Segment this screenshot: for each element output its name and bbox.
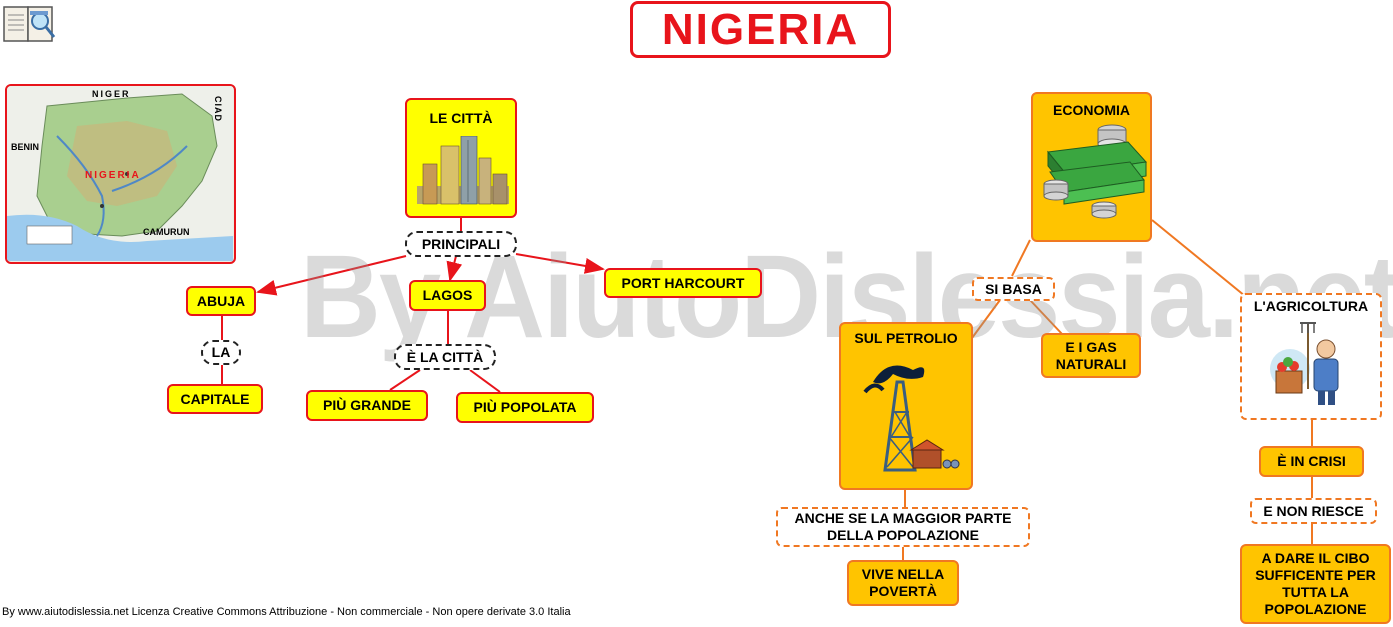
node-si-basa[interactable]: SI BASA — [972, 277, 1055, 301]
node-port-harcourt[interactable]: PORT HARCOURT — [604, 268, 762, 298]
node-agricoltura-label: L'AGRICOLTURA — [1253, 298, 1369, 314]
node-gas-line1: E I GAS — [1065, 338, 1117, 355]
farmer-icon — [1270, 322, 1339, 405]
node-lagos[interactable]: LAGOS — [409, 280, 486, 311]
map-label-benin: BENIN — [11, 142, 40, 152]
node-anche-line2: DELLA POPOLAZIONE — [827, 527, 979, 543]
node-principali[interactable]: PRINCIPALI — [405, 231, 517, 257]
node-gas-naturali[interactable]: E I GAS NATURALI — [1041, 333, 1141, 378]
node-capitale[interactable]: CAPITALE — [167, 384, 263, 414]
node-sul-petrolio[interactable]: SUL PETROLIO — [839, 322, 973, 490]
node-le-citta-label: LE CITTÀ — [429, 110, 493, 126]
oil-rig-icon — [863, 365, 960, 472]
node-non-riesce[interactable]: E NON RIESCE — [1250, 498, 1377, 524]
node-gas-line2: NATURALI — [1055, 355, 1127, 372]
node-vive-line1: VIVE NELLA — [861, 566, 945, 583]
map-label-camerun: CAMURUN — [143, 227, 190, 237]
node-anche-se[interactable]: ANCHE SE LA MAGGIOR PARTE DELLA POPOLAZI… — [776, 507, 1030, 547]
skyscraper-icon — [417, 136, 509, 205]
map-label-ciad: CIAD — [213, 96, 223, 122]
node-cibo-line1: A DARE IL CIBO — [1261, 550, 1370, 567]
node-agricoltura[interactable]: L'AGRICOLTURA — [1240, 293, 1382, 420]
node-vive-poverta[interactable]: VIVE NELLA POVERTÀ — [847, 560, 959, 606]
book-icon[interactable] — [2, 3, 58, 45]
node-vive-line2: POVERTÀ — [869, 583, 937, 599]
node-piu-grande[interactable]: PIÙ GRANDE — [306, 390, 428, 421]
node-economia-label: ECONOMIA — [1053, 102, 1130, 118]
node-anche-line1: ANCHE SE LA MAGGIOR PARTE — [794, 510, 1012, 527]
node-cibo-line4: POPOLAZIONE — [1264, 600, 1367, 617]
node-in-crisi[interactable]: È IN CRISI — [1259, 446, 1364, 477]
node-cibo-line2: SUFFICENTE PER — [1255, 567, 1376, 584]
node-sul-petrolio-label: SUL PETROLIO — [854, 330, 958, 346]
node-la[interactable]: LA — [201, 340, 241, 365]
node-economia[interactable]: ECONOMIA — [1031, 92, 1152, 242]
nigeria-map: NIGER CIAD BENIN NIGERIA CAMURUN — [5, 84, 236, 264]
money-icon — [1043, 124, 1147, 219]
page-title: NIGERIA — [630, 1, 891, 58]
map-label-nigeria: NIGERIA — [85, 170, 141, 181]
node-cibo-line3: TUTTA LA — [1282, 584, 1349, 600]
license-footer: By www.aiutodislessia.net Licenza Creati… — [2, 606, 571, 618]
node-cibo[interactable]: A DARE IL CIBO SUFFICENTE PER TUTTA LA P… — [1240, 544, 1391, 624]
node-le-citta[interactable]: LE CITTÀ — [405, 98, 517, 218]
map-label-niger: NIGER — [92, 89, 131, 99]
node-piu-popolata[interactable]: PIÙ POPOLATA — [456, 392, 594, 423]
node-e-la-citta[interactable]: È LA CITTÀ — [394, 344, 496, 370]
node-abuja[interactable]: ABUJA — [186, 286, 256, 316]
